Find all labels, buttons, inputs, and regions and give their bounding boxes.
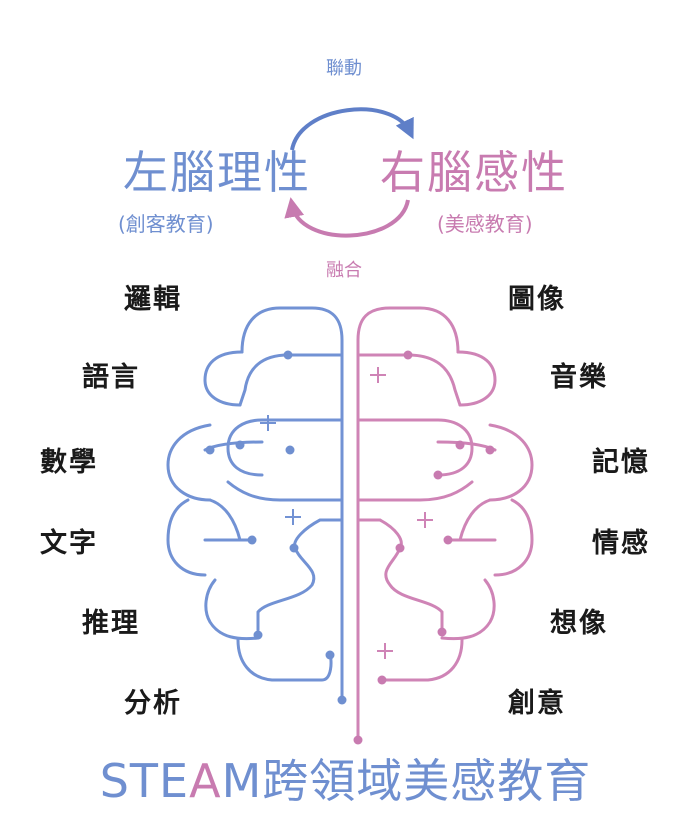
link-arrow-top	[290, 107, 414, 151]
left-nodes	[205, 350, 347, 705]
link-label-top: 聯動	[326, 58, 362, 79]
steam-title-prefix: STE	[99, 754, 190, 808]
left-skill-analysis: 分析	[124, 688, 182, 719]
steam-title-highlight: A	[189, 754, 222, 808]
right-brain-title: 右腦感性	[380, 146, 569, 199]
right-plus-marks	[370, 367, 433, 659]
steam-title-suffix: M跨領域美感教育	[221, 754, 592, 808]
right-skill-music: 音樂	[550, 362, 608, 393]
left-hemisphere	[166, 306, 344, 702]
left-skill-language: 語言	[82, 362, 140, 393]
left-skill-reasoning: 推理	[82, 608, 140, 639]
left-plus-marks	[260, 415, 301, 525]
left-brain-title: 左腦理性	[123, 146, 312, 199]
right-skill-creativity: 創意	[508, 688, 566, 719]
left-brain-subtitle: (創客教育)	[118, 212, 214, 236]
right-brain-subtitle: (美感教育)	[437, 212, 533, 236]
right-skill-memory: 記憶	[592, 447, 650, 478]
left-skill-math: 數學	[40, 447, 98, 478]
right-skill-imagination: 想像	[550, 608, 608, 639]
link-label-bottom: 融合	[326, 260, 362, 281]
left-skill-logic: 邏輯	[124, 284, 182, 315]
right-hemisphere	[356, 306, 534, 742]
left-skill-text: 文字	[40, 528, 98, 559]
right-nodes	[353, 350, 495, 745]
right-skill-emotion: 情感	[592, 528, 650, 559]
steam-title: STEAM跨領域美感教育	[0, 758, 691, 804]
right-skill-image: 圖像	[508, 284, 566, 315]
link-arrow-bottom	[284, 197, 410, 238]
